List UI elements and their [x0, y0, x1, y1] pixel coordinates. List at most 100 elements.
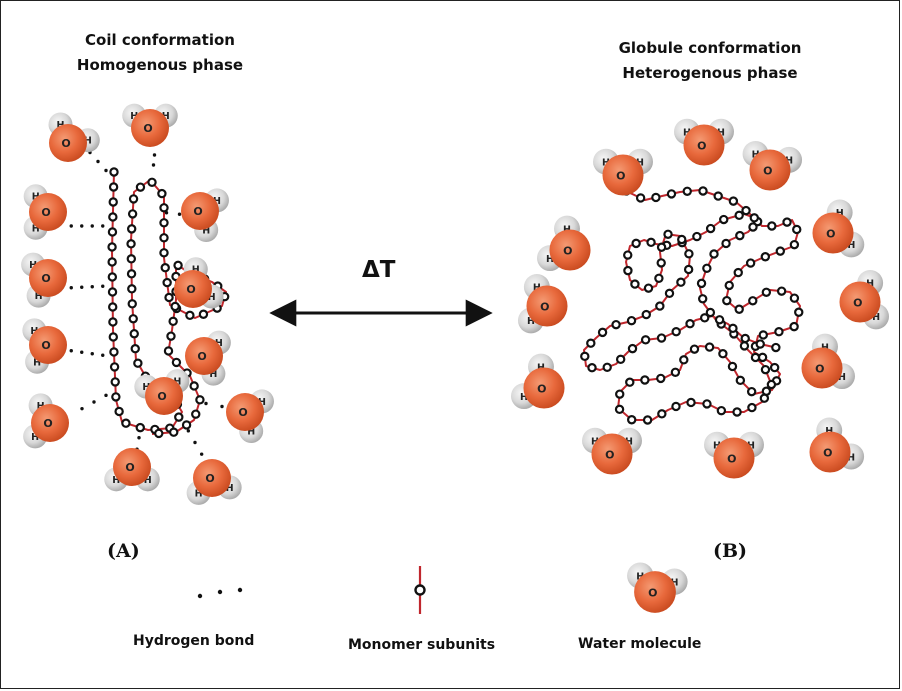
panel-b-title: Globule conformation Heterogenous phase [590, 36, 830, 86]
monomer-subunit [657, 409, 667, 419]
monomer-subunit [129, 329, 139, 339]
monomer-subunit [776, 286, 787, 296]
monomer-subunit [733, 267, 743, 278]
monomer-subunit [163, 346, 174, 356]
monomer-subunit [774, 326, 784, 337]
monomer-subunit [108, 212, 118, 222]
water-molecule: HHO [839, 269, 890, 330]
water-molecule: HHO [226, 389, 274, 444]
hydrogen-atom-label: H [202, 226, 210, 237]
hydrogen-atom-label: H [226, 483, 234, 494]
monomer-subunit [626, 315, 637, 326]
monomer-subunit [108, 332, 118, 342]
hydrogen-atom-label: H [173, 377, 181, 388]
monomer-subunit [169, 427, 179, 437]
monomer-subunit [135, 182, 146, 192]
hydrogen-atom-label: H [527, 316, 535, 327]
hydrogen-atom-label: H [752, 150, 760, 161]
monomer-subunit [696, 278, 707, 289]
monomer-subunit [671, 401, 681, 412]
monomer-subunit [108, 317, 118, 327]
monomer-subunit [686, 397, 696, 408]
hydrogen-atom-label: H [717, 127, 725, 138]
oxygen-atom-label: O [205, 472, 214, 485]
hydrogen-bond-dot [101, 224, 105, 228]
monomer-subunit [683, 264, 694, 275]
hydrogen-atom-label: H [209, 369, 217, 380]
monomer-subunit [164, 292, 174, 303]
oxygen-atom [29, 259, 67, 297]
legend-water-molecule-symbol: HHO [627, 562, 688, 613]
monomer-subunit [789, 239, 800, 250]
oxygen-atom-label: O [826, 227, 835, 240]
oxygen-atom [131, 109, 169, 147]
hydrogen-bond-dot [220, 404, 224, 409]
monomer-subunit [654, 273, 664, 284]
monomer-subunit [676, 277, 686, 287]
oxygen-atom-label: O [238, 406, 247, 419]
hydrogen-atom-label: H [247, 427, 255, 438]
monomer-subunit [162, 277, 172, 288]
monomer-subunit [586, 338, 596, 348]
hydrogen-atom-label: H [785, 156, 793, 167]
panel-a-title: Coil conformation Homogenous phase [40, 28, 280, 78]
water-molecule: HHO [511, 353, 565, 410]
hydrogen-atom-label: H [112, 475, 120, 486]
monomer-subunit [614, 404, 625, 415]
hydrogen-atom-label: H [636, 157, 644, 168]
water-molecule: HHO [181, 188, 229, 243]
monomer-subunit [766, 379, 777, 390]
hydrogen-atom-label: H [32, 192, 40, 203]
hydrogen-bond-dot [104, 168, 108, 173]
hydrogen-atom-label: H [670, 578, 678, 589]
hydrogen-bond-dot [193, 440, 197, 445]
monomer-subunit [656, 242, 667, 252]
hydrogen-bond-dot [104, 393, 108, 398]
monomer-subunit [640, 335, 651, 345]
monomer-subunit [630, 279, 640, 289]
monomer-subunit [739, 341, 750, 351]
monomer-subunit [646, 237, 656, 248]
hydrogen-bond-dot [90, 285, 94, 289]
hydrogen-atom-label: H [195, 488, 203, 499]
monomer-subunit [748, 222, 758, 232]
oxygen-atom-label: O [157, 390, 166, 403]
monomer-subunit [111, 392, 121, 402]
oxygen-atom-label: O [197, 350, 206, 363]
monomer-subunit [745, 258, 756, 268]
monomer-subunit [615, 354, 626, 365]
monomer-subunit [128, 194, 139, 204]
monomer-subunit [728, 323, 738, 334]
monomer-subunit [741, 205, 751, 216]
monomer-subunit [692, 231, 702, 242]
monomer-subunit [789, 293, 800, 303]
monomer-subunit [722, 295, 732, 306]
oxygen-atom [809, 431, 851, 473]
monomer-subunit [191, 409, 201, 419]
oxygen-atom-label: O [41, 339, 50, 352]
monomer-subunit [655, 301, 665, 311]
legend-water-label: Water molecule [578, 636, 702, 652]
monomer-subunit [108, 197, 118, 207]
monomer-subunit [181, 420, 192, 430]
monomer-subunit [126, 224, 137, 234]
water-molecule: HHO [104, 448, 160, 492]
hydrogen-bond-dot [137, 436, 141, 440]
water-molecule: HHO [185, 330, 231, 386]
hydrogen-atom-label: H [847, 240, 855, 251]
hydrogen-bond-dot [90, 224, 94, 228]
monomer-subunit [734, 210, 744, 221]
panel-a-title-line2: Homogenous phase [76, 56, 244, 74]
oxygen-atom-label: O [697, 139, 706, 152]
monomer-subunit [159, 233, 169, 243]
monomer-subunit [719, 214, 729, 225]
monomer-subunit [107, 227, 118, 237]
oxygen-atom [526, 285, 568, 327]
monomer-subunit [746, 386, 757, 397]
monomer-subunit [734, 304, 744, 314]
monomer-subunit [166, 331, 176, 341]
monomer-subunit [110, 377, 120, 387]
